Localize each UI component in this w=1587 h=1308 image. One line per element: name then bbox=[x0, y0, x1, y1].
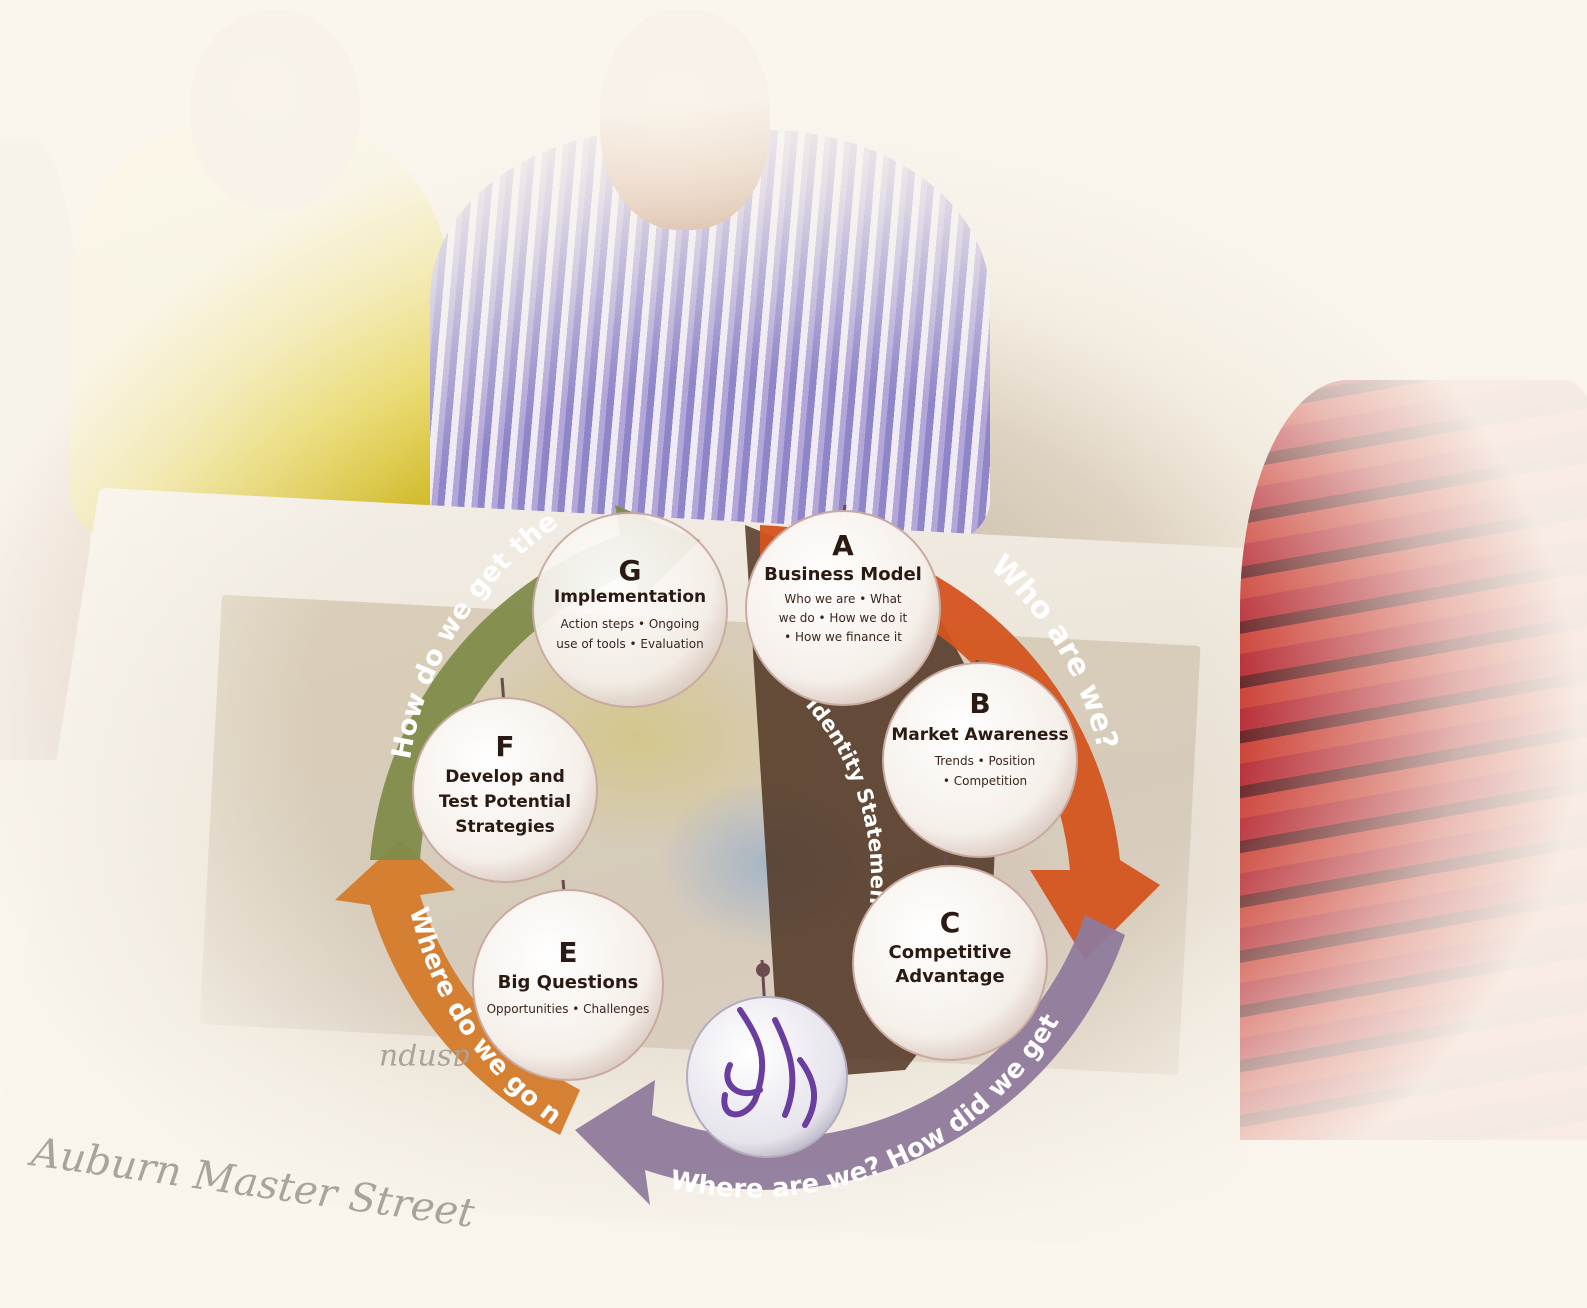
node-e-sub-1: Opportunities • Challenges bbox=[487, 1002, 650, 1016]
node-a-sub-1: Who we are • What bbox=[784, 592, 902, 606]
node-b-letter: B bbox=[969, 687, 990, 720]
node-c: C Competitive Advantage bbox=[852, 854, 1048, 1061]
node-g: G Implementation Action steps • Ongoing … bbox=[532, 512, 728, 708]
node-e-letter: E bbox=[558, 936, 577, 969]
node-a-sub-3: • How we finance it bbox=[784, 630, 902, 644]
node-g-sub-2: use of tools • Evaluation bbox=[556, 637, 703, 651]
logo-calligraphy-icon bbox=[721, 1007, 818, 1128]
node-g-title: Implementation bbox=[554, 587, 706, 607]
node-b: B Market Awareness Trends • Position • C… bbox=[882, 660, 1078, 858]
node-g-sub-1: Action steps • Ongoing bbox=[561, 617, 700, 631]
table-text-2: asnpu bbox=[379, 1042, 470, 1077]
node-a: A Business Model Who we are • What we do… bbox=[745, 504, 941, 706]
node-f: F Develop and Test Potential Strategies bbox=[412, 677, 598, 883]
node-f-title-1: Develop and bbox=[445, 767, 565, 787]
node-c-title-2: Advantage bbox=[895, 966, 1004, 987]
node-c-letter: C bbox=[940, 906, 961, 939]
node-c-title-1: Competitive bbox=[889, 942, 1012, 963]
node-e-title: Big Questions bbox=[498, 972, 639, 993]
node-g-letter: G bbox=[619, 554, 642, 587]
node-f-letter: F bbox=[495, 730, 514, 763]
node-b-title: Market Awareness bbox=[891, 725, 1068, 745]
node-f-title-2: Test Potential bbox=[439, 792, 571, 812]
table-text-1: Auburn Master Street bbox=[25, 1129, 478, 1237]
node-e: E Big Questions Opportunities • Challeng… bbox=[472, 879, 664, 1081]
node-a-title: Business Model bbox=[764, 564, 922, 585]
node-b-sub-2: • Competition bbox=[943, 774, 1027, 788]
node-b-sub-1: Trends • Position bbox=[934, 754, 1036, 768]
node-a-letter: A bbox=[832, 529, 854, 562]
logo-badge bbox=[686, 959, 848, 1158]
node-f-title-3: Strategies bbox=[455, 817, 555, 837]
node-a-sub-2: we do • How we do it bbox=[779, 611, 908, 625]
